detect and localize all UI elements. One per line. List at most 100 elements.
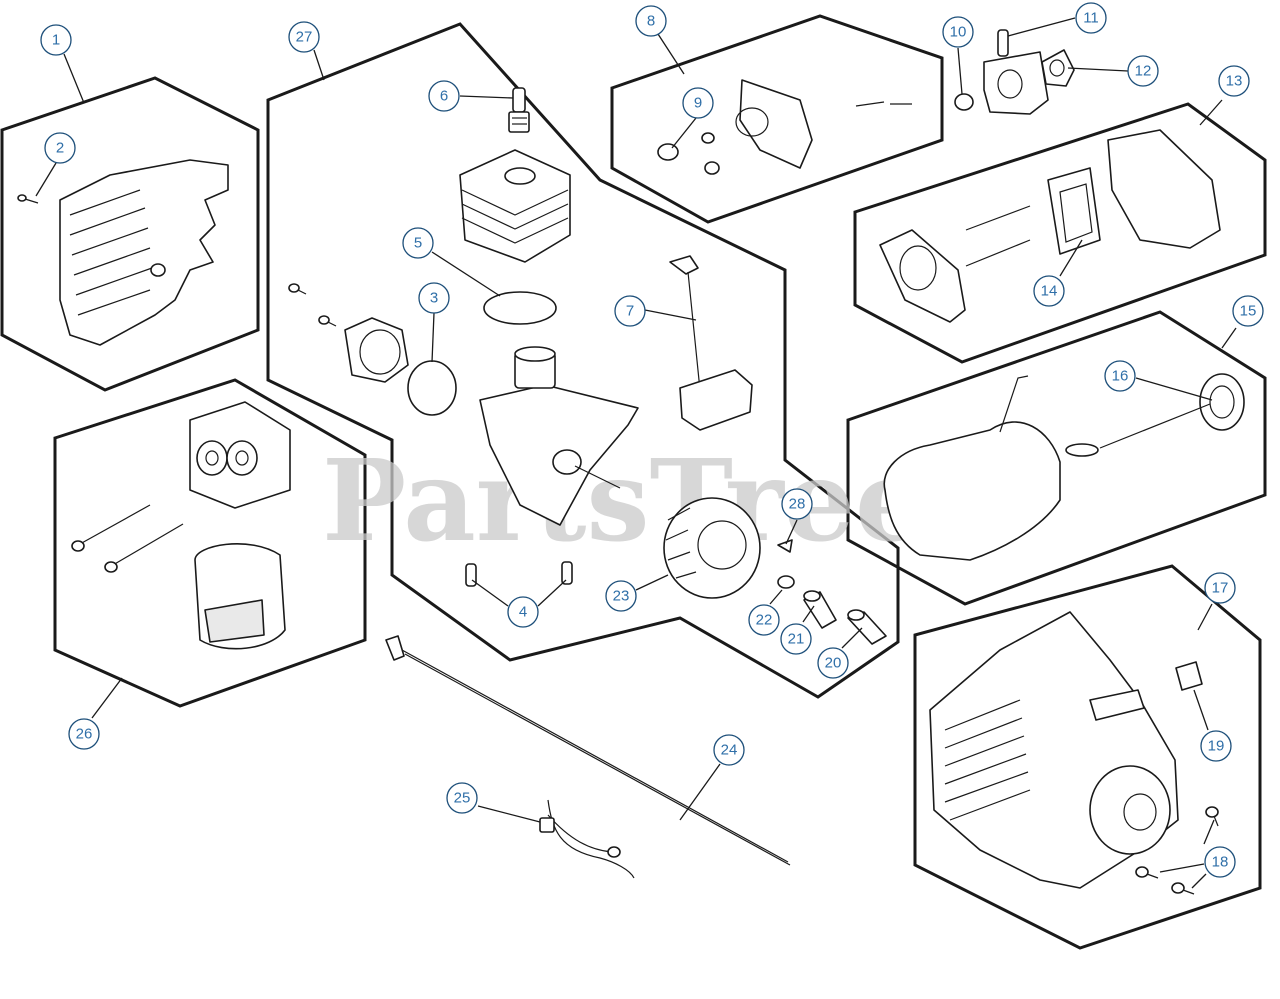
callout-ring — [1200, 730, 1232, 762]
callout-8[interactable]: 8 — [635, 5, 667, 37]
callout-20[interactable]: 20 — [817, 647, 849, 679]
callout-number: 22 — [756, 612, 773, 629]
callout-number: 9 — [694, 95, 702, 112]
callout-number: 11 — [1083, 10, 1099, 27]
callout-6[interactable]: 6 — [428, 80, 460, 112]
callout-number: 15 — [1240, 303, 1257, 320]
callout-21[interactable]: 21 — [780, 623, 812, 655]
part-housing-screws — [288, 283, 337, 327]
callout-number: 18 — [1212, 854, 1229, 871]
callout-ring — [288, 21, 320, 53]
callout-ring — [781, 488, 813, 520]
callout-3[interactable]: 3 — [418, 282, 450, 314]
callout-number: 24 — [721, 742, 738, 759]
callout-ring — [614, 295, 646, 327]
callout-number: 25 — [454, 790, 471, 807]
callout-ring — [682, 87, 714, 119]
group-outlines — [0, 14, 1267, 950]
callout-27[interactable]: 27 — [288, 21, 320, 53]
part-fuel-tank — [883, 375, 1099, 561]
callout-number: 2 — [56, 140, 64, 157]
callout-number: 1 — [52, 32, 60, 49]
callout-number: 23 — [613, 588, 630, 605]
callout-ring — [780, 623, 812, 655]
watermark: PartsTree TM — [322, 436, 944, 567]
callout-number: 7 — [626, 303, 634, 320]
callout-10[interactable]: 10 — [942, 16, 974, 48]
callout-1[interactable]: 1 — [40, 24, 72, 56]
callout-16[interactable]: 16 — [1104, 360, 1136, 392]
callout-number: 21 — [788, 631, 805, 648]
callout-24[interactable]: 24 — [713, 734, 745, 766]
callout-2[interactable]: 2 — [44, 132, 76, 164]
callouts: 1 2 3 4 5 6 7 8 9 10 11 12 13 14 15 16 1… — [40, 2, 1264, 878]
part-ignition-module — [669, 255, 753, 431]
part-fuel-cap-16 — [1099, 373, 1245, 449]
parts — [17, 29, 1245, 895]
callout-number: 10 — [950, 24, 967, 41]
part-crankcase — [479, 346, 639, 526]
group-outline-26 — [53, 378, 367, 708]
callout-number: 17 — [1212, 580, 1229, 597]
callout-ring — [1232, 295, 1264, 327]
callout-ring — [507, 596, 539, 628]
callout-number: 27 — [296, 29, 313, 46]
part-screws-18 — [1135, 806, 1219, 895]
callout-7[interactable]: 7 — [614, 295, 646, 327]
callout-ring — [40, 24, 72, 56]
callout-9[interactable]: 9 — [682, 87, 714, 119]
part-sleeve-21 — [803, 590, 837, 629]
part-washer-22 — [777, 575, 795, 589]
part-key-28 — [777, 539, 793, 553]
callout-18[interactable]: 18 — [1204, 846, 1236, 878]
callout-ring — [44, 132, 76, 164]
callout-number: 6 — [440, 88, 448, 105]
callout-12[interactable]: 12 — [1127, 55, 1159, 87]
part-screw-2 — [17, 194, 39, 204]
callout-19[interactable]: 19 — [1200, 730, 1232, 762]
group-outline-13 — [853, 102, 1267, 364]
callout-17[interactable]: 17 — [1204, 572, 1236, 604]
leader-lines — [35, 17, 1237, 889]
callout-ring — [1204, 572, 1236, 604]
callout-26[interactable]: 26 — [68, 718, 100, 750]
callout-ring — [605, 580, 637, 612]
callout-23[interactable]: 23 — [605, 580, 637, 612]
callout-ring — [428, 80, 460, 112]
part-cylinder — [459, 149, 571, 263]
callout-ring — [817, 647, 849, 679]
part-muffler-plate — [189, 401, 291, 509]
callout-11[interactable]: 11 — [1075, 2, 1107, 34]
callout-4[interactable]: 4 — [507, 596, 539, 628]
callout-13[interactable]: 13 — [1218, 65, 1250, 97]
callout-number: 14 — [1041, 283, 1058, 300]
callout-22[interactable]: 22 — [748, 604, 780, 636]
callout-25[interactable]: 25 — [446, 782, 478, 814]
part-wire-harness-25 — [539, 799, 635, 879]
callout-ring — [418, 282, 450, 314]
part-o-ring-3 — [407, 360, 457, 416]
callout-14[interactable]: 14 — [1033, 275, 1065, 307]
callout-number: 5 — [414, 235, 422, 252]
callout-ring — [942, 16, 974, 48]
callout-5[interactable]: 5 — [402, 227, 434, 259]
callout-number: 4 — [519, 604, 527, 621]
part-engine-housing — [929, 611, 1179, 889]
part-sleeve-20 — [847, 609, 887, 645]
part-muffler-bolts — [71, 504, 184, 573]
part-screws-4 — [465, 561, 573, 587]
part-seal-housing — [344, 317, 409, 383]
callout-ring — [1104, 360, 1136, 392]
watermark-text: PartsTree — [322, 436, 926, 567]
callout-number: 28 — [789, 496, 806, 513]
callout-number: 12 — [1135, 63, 1152, 80]
callout-number: 13 — [1226, 73, 1243, 90]
callout-ring — [1204, 846, 1236, 878]
callout-number: 16 — [1112, 368, 1129, 385]
callout-15[interactable]: 15 — [1232, 295, 1264, 327]
part-muffler-body — [194, 543, 286, 650]
callout-28[interactable]: 28 — [781, 488, 813, 520]
callout-number: 20 — [825, 655, 842, 672]
